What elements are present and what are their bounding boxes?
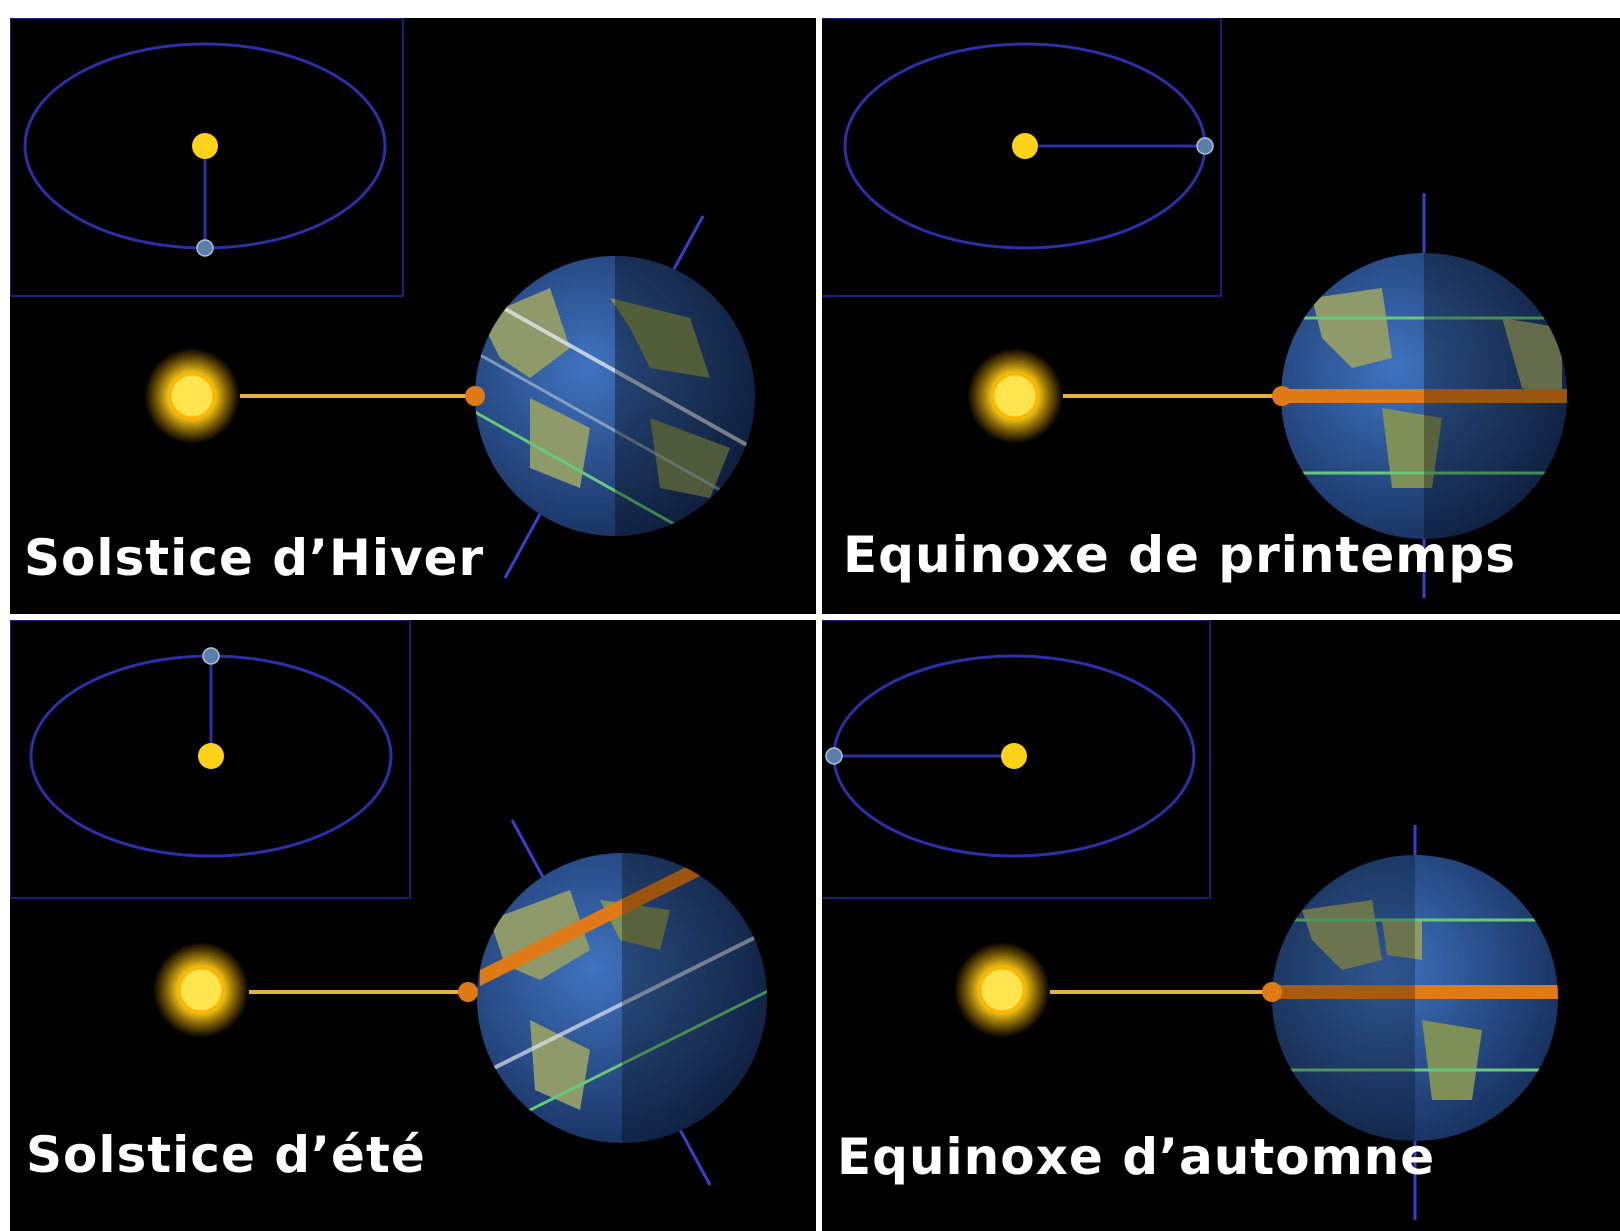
- earth-globe: [1272, 855, 1558, 1141]
- sun-core: [978, 966, 1026, 1014]
- sunlight-spot: [458, 982, 478, 1002]
- panel-autumn-equinox: Equinoxe d’automne: [822, 620, 1620, 1231]
- sunlight-spot: [1262, 982, 1282, 1002]
- caption-summer-solstice: Solstice d’été: [26, 1126, 426, 1184]
- inset-frame: [10, 620, 411, 899]
- orbit-sun-icon: [1012, 133, 1038, 159]
- orbit-sun-icon: [192, 133, 218, 159]
- panel-summer-solstice: Solstice d’été: [10, 620, 816, 1231]
- autumn-equinox-illustration: [822, 620, 1558, 1220]
- spring-equinox-illustration: [822, 18, 1567, 598]
- inset-frame: [10, 18, 404, 297]
- caption-winter-solstice: Solstice d’Hiver: [24, 529, 485, 587]
- panel-spring-equinox: Equinoxe de printemps: [822, 18, 1620, 614]
- earth-globe: [1281, 253, 1567, 539]
- orbit-sun-icon: [1001, 743, 1027, 769]
- winter-solstice-illustration: [10, 18, 755, 579]
- caption-spring-equinox: Equinoxe de printemps: [843, 526, 1516, 584]
- orbit-sun-icon: [198, 743, 224, 769]
- orbit-earth-icon: [196, 239, 214, 257]
- earth-globe: [475, 256, 755, 536]
- summer-solstice-illustration: [10, 620, 767, 1186]
- panel-winter-solstice: Solstice d’Hiver: [10, 18, 816, 614]
- sunlight-spot: [1272, 386, 1292, 406]
- earth-globe: [477, 853, 767, 1143]
- inset-frame: [822, 18, 1222, 297]
- sunlight-spot: [465, 386, 485, 406]
- orbit-earth-icon: [825, 747, 843, 765]
- caption-autumn-equinox: Equinoxe d’automne: [837, 1128, 1436, 1186]
- orbit-earth-icon: [1196, 137, 1214, 155]
- sun-core: [168, 372, 216, 420]
- orbit-earth-icon: [202, 647, 220, 665]
- sun-core: [991, 372, 1039, 420]
- inset-frame: [822, 620, 1211, 899]
- sun-core: [177, 966, 225, 1014]
